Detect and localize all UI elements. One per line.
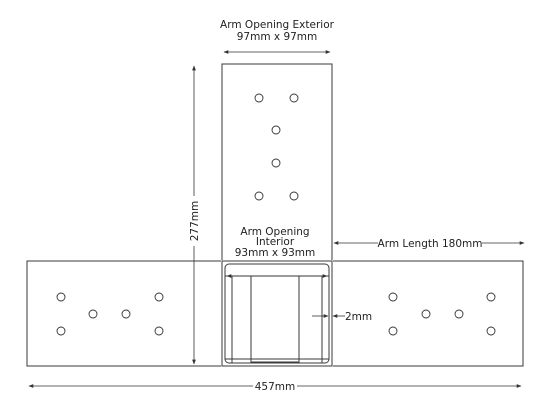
arm-length-label: Arm Length 180mm (378, 238, 483, 250)
bolt-hole (289, 191, 299, 201)
vertical-arm-holes (254, 93, 299, 201)
bolt-hole (486, 292, 496, 302)
bolt-hole (271, 158, 281, 168)
height-label: 277mm (189, 201, 201, 242)
bolt-hole (254, 191, 264, 201)
bolt-hole (271, 125, 281, 135)
wall-thickness-label: 2mm (345, 311, 372, 323)
arm-opening-interior-size: 93mm x 93mm (235, 247, 316, 259)
bolt-hole (56, 292, 66, 302)
bolt-hole (154, 326, 164, 336)
bolt-hole (486, 326, 496, 336)
bolt-hole (454, 309, 464, 319)
bolt-hole (289, 93, 299, 103)
right-arm-holes (388, 292, 496, 336)
bolt-hole (56, 326, 66, 336)
arm-opening-interior-line2: Interior (256, 236, 295, 248)
horizontal-base-plate (26, 260, 524, 367)
total-width-label: 457mm (255, 381, 296, 393)
bolt-hole (121, 309, 131, 319)
vertical-arm-plate (221, 63, 333, 367)
bolt-hole (421, 309, 431, 319)
bolt-hole (254, 93, 264, 103)
bolt-hole (88, 309, 98, 319)
left-arm-holes (56, 292, 164, 336)
arm-opening-exterior-size: 97mm x 97mm (237, 31, 318, 43)
bolt-hole (388, 326, 398, 336)
bolt-hole (154, 292, 164, 302)
arm-opening-interior-line1: Arm Opening (240, 226, 309, 238)
arm-opening-interior-box (221, 260, 333, 367)
bolt-hole (388, 292, 398, 302)
arm-opening-exterior-title: Arm Opening Exterior (220, 19, 335, 31)
